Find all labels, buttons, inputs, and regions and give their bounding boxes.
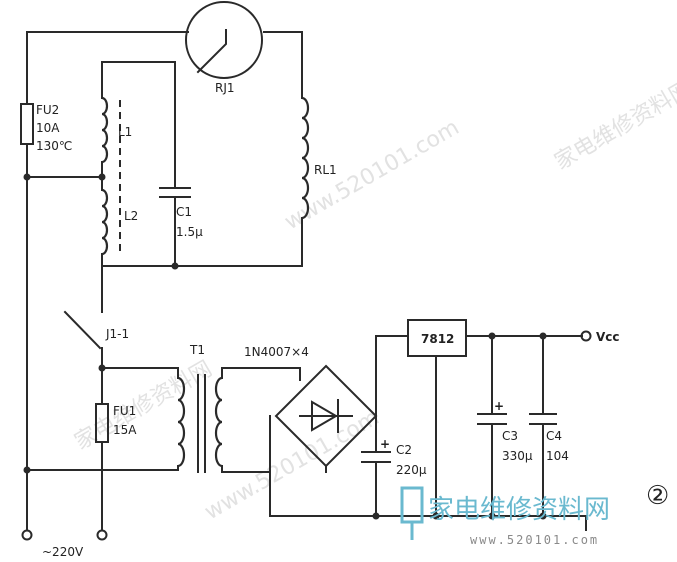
label-c3-value: 330μ <box>502 449 533 463</box>
label-vcc: Vcc <box>596 330 620 344</box>
watermark-brand-2: 家电维修资料网 <box>71 357 217 456</box>
label-fu2-temp: 130℃ <box>36 139 72 153</box>
junction-reg-ground <box>432 512 440 520</box>
coil-t1-primary <box>177 376 186 468</box>
terminal-ac-right <box>96 529 108 541</box>
watermark-brand-1: 家电维修资料网 <box>551 77 677 176</box>
coil-rl1 <box>301 96 310 220</box>
fuse-fu2 <box>20 103 34 145</box>
thermistor-slash <box>196 29 227 74</box>
coil-l1 <box>101 96 109 164</box>
terminal-ac-left <box>21 529 33 541</box>
terminal-vcc <box>580 330 592 342</box>
label-bridge: 1N4007×4 <box>244 345 309 359</box>
label-regulator: 7812 <box>421 332 454 346</box>
c3-polarity-plus: + <box>494 399 504 413</box>
junction-c3-ground <box>488 512 496 520</box>
junction-c1 <box>171 262 179 270</box>
brand-url: www.520101.com <box>470 533 599 547</box>
background-watermark: www.520101.com 家电维修资料网 www.520101.com 家电… <box>71 77 677 526</box>
upper-circuit: RJ1 FU2 10A 130℃ L1 L2 C1 1.5μ RL1 <box>20 1 337 471</box>
coil-t1-secondary <box>214 376 223 468</box>
label-fu1-current: 15A <box>113 423 137 437</box>
label-fu2-name: FU2 <box>36 103 59 117</box>
label-c2-name: C2 <box>396 443 412 457</box>
junction-c4-ground <box>539 512 547 520</box>
watermark-url-2: www.520101.com <box>201 405 384 525</box>
c2-polarity-plus: + <box>380 437 390 451</box>
label-rl1: RL1 <box>314 163 337 177</box>
figure-number: ② <box>646 481 669 511</box>
label-c1-value: 1.5μ <box>176 225 203 239</box>
label-fu2-current: 10A <box>36 121 60 135</box>
thermistor-rj1: RJ1 <box>185 1 263 95</box>
label-fu1-name: FU1 <box>113 404 136 418</box>
switch-j1-blade <box>63 310 102 350</box>
thermistor-body <box>185 1 263 79</box>
coil-l2 <box>101 188 109 256</box>
label-c1-name: C1 <box>176 205 192 219</box>
transformer-t1: T1 <box>177 343 223 473</box>
brand-text: 家电维修资料网 <box>428 495 610 525</box>
lower-circuit: FU1 15A ~220V T1 1N400 <box>21 319 620 559</box>
label-c4-value: 104 <box>546 449 569 463</box>
label-c3-name: C3 <box>502 429 518 443</box>
label-j1: J1-1 <box>105 327 129 341</box>
junction-fu2 <box>23 173 31 181</box>
brand-watermark: 家电维修资料网 www.520101.com <box>400 486 610 547</box>
label-mains: ~220V <box>42 545 84 559</box>
label-c2-value: 220μ <box>396 463 427 477</box>
label-rj1: RJ1 <box>215 81 235 95</box>
junction-c2-ground <box>372 512 380 520</box>
label-l2: L2 <box>124 209 138 223</box>
label-t1: T1 <box>189 343 205 357</box>
label-l1: L1 <box>118 125 132 139</box>
label-c4-name: C4 <box>546 429 562 443</box>
